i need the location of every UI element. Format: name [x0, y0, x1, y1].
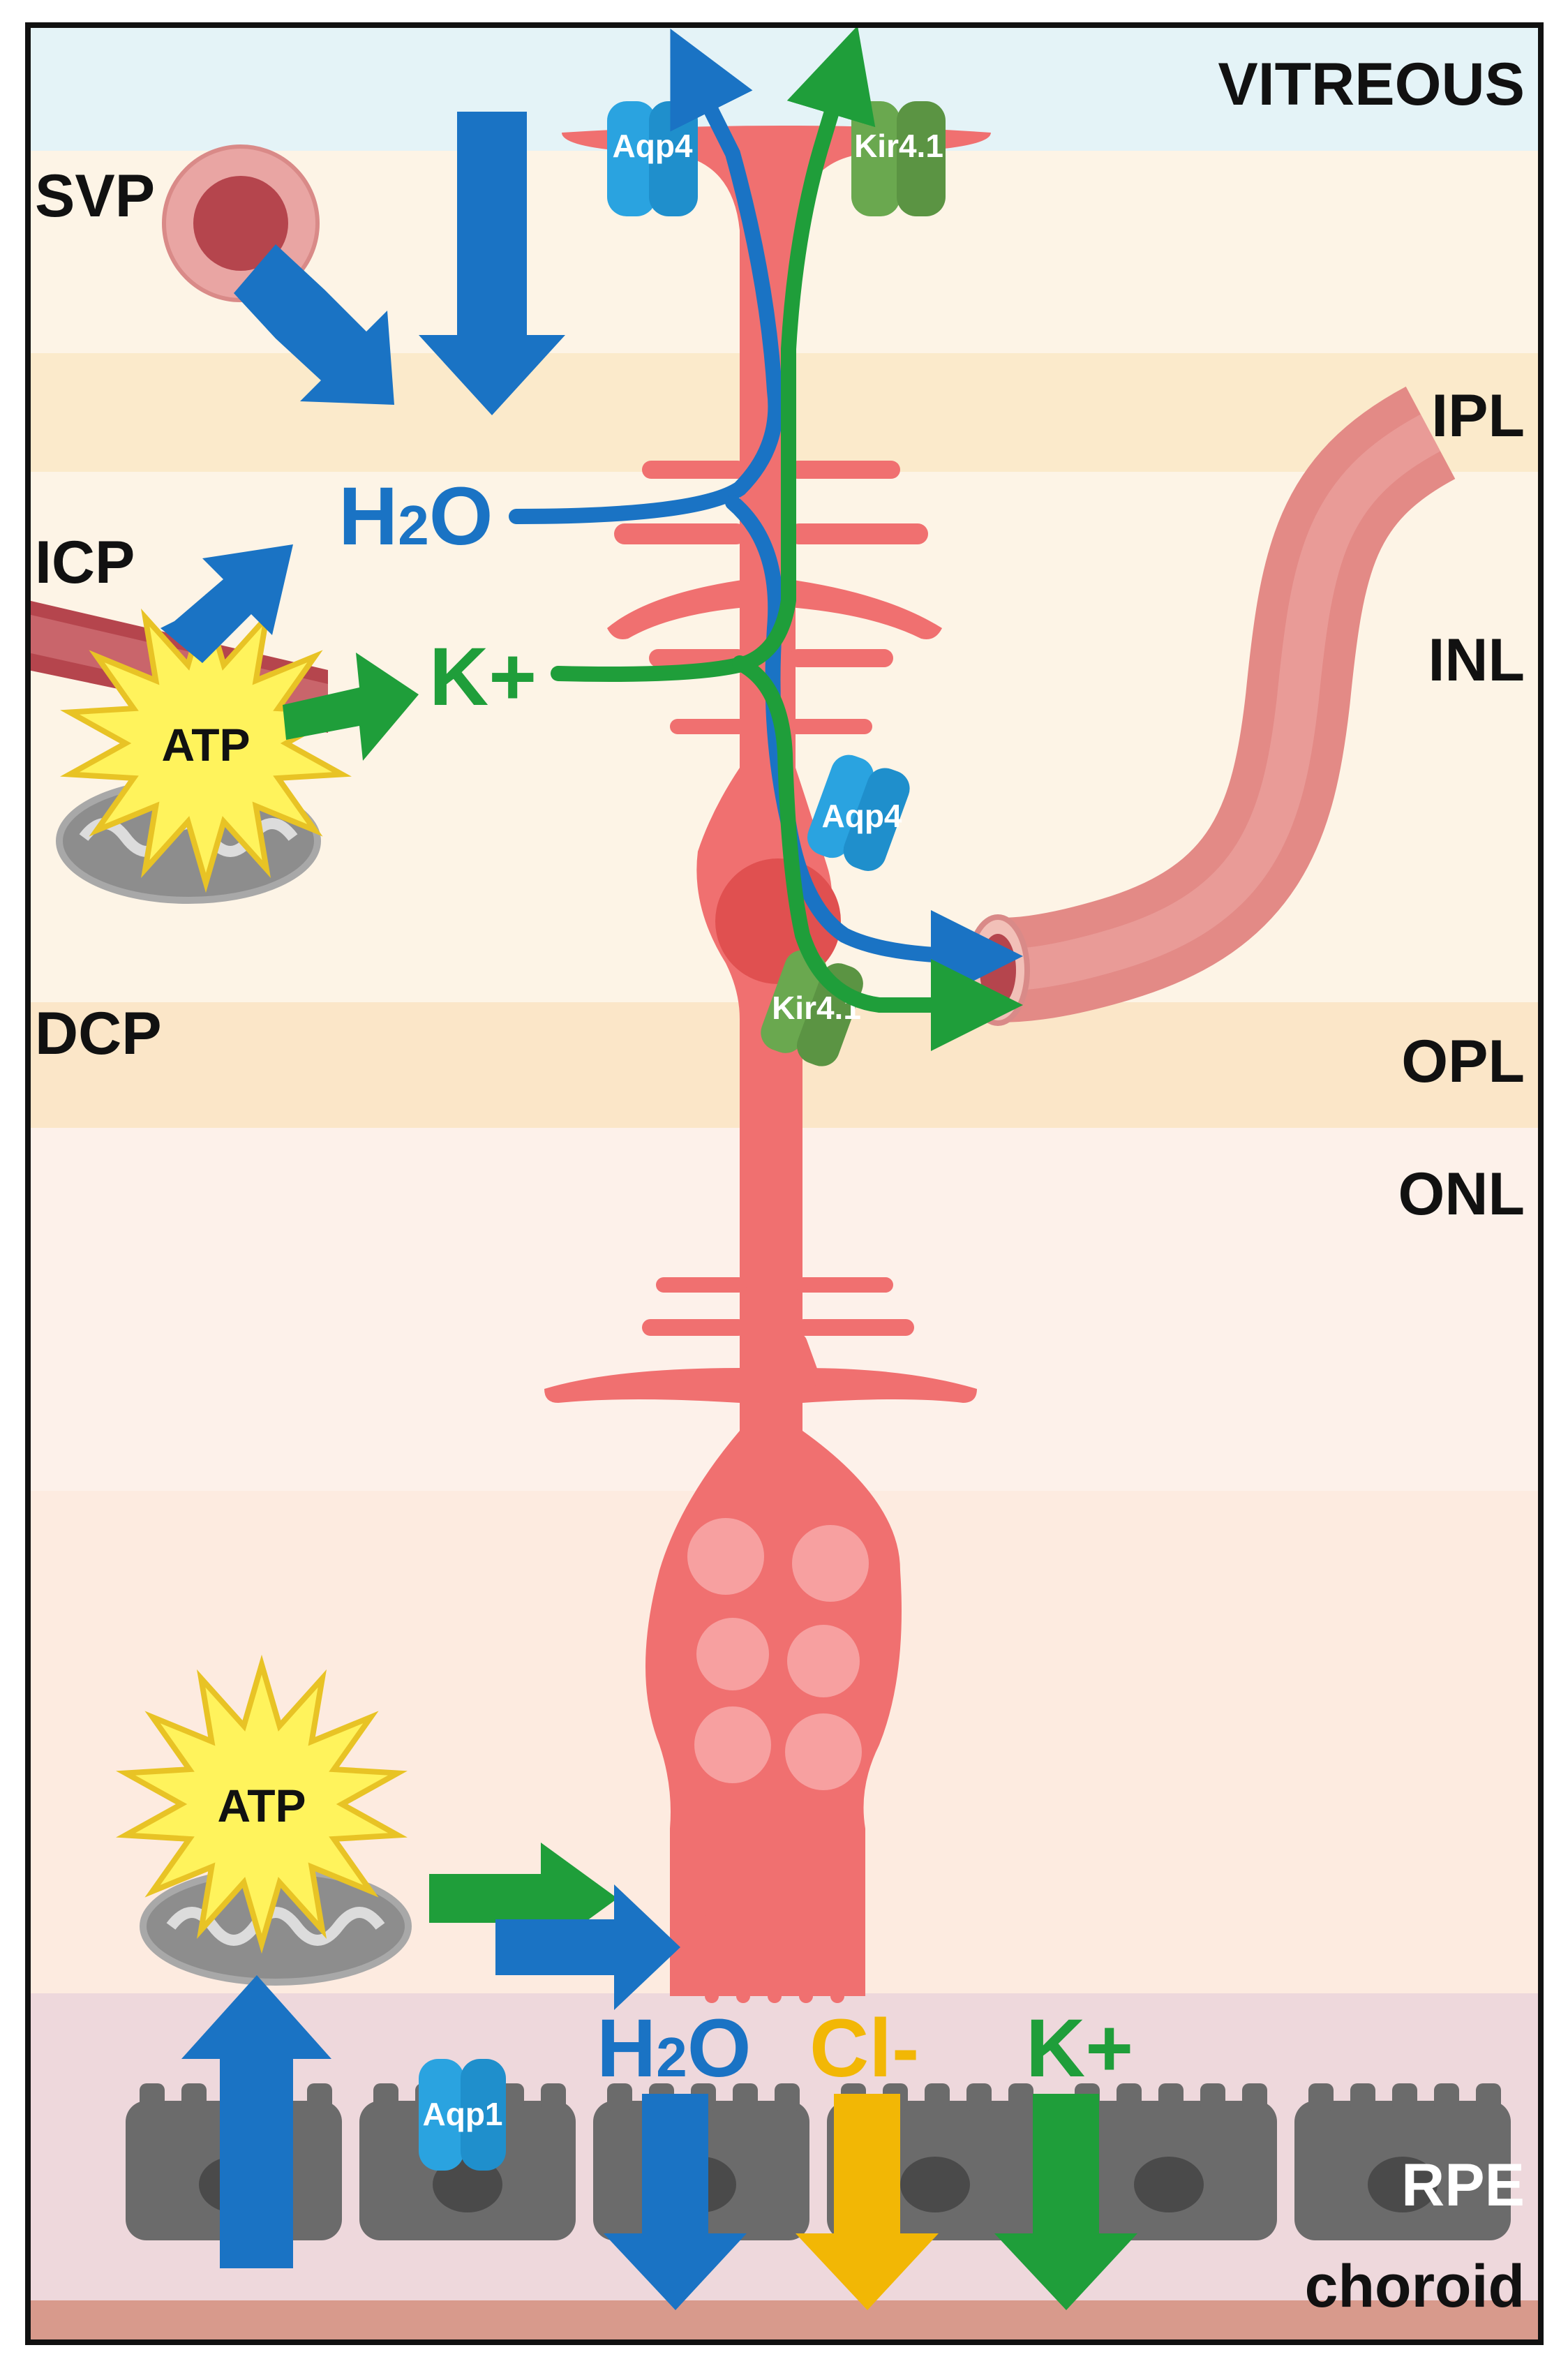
water-arrow-bottom-right	[495, 1884, 680, 2010]
atp-top-label: ATP	[161, 719, 250, 771]
atp-star-top: ATP	[60, 593, 352, 893]
aqp4-top-label: Aqp4	[613, 128, 693, 164]
flow-lines	[509, 25, 1023, 1051]
water-upper-label: H2O	[338, 470, 493, 563]
potassium-flow-line	[551, 25, 876, 682]
potassium-lower-label: K+	[1026, 2002, 1133, 2095]
aqp4-channel-top: Aqp4	[607, 101, 698, 216]
chloride-lower-label: Cl-	[809, 2002, 919, 2095]
water-lower-label: H2O	[597, 2002, 752, 2095]
figure-frame	[25, 22, 1544, 2345]
onl-label: ONL	[1398, 1161, 1525, 1228]
water-arrow-choroid	[604, 2094, 747, 2310]
rpe-label: RPE	[1401, 2152, 1525, 2219]
rpe-cell	[1294, 2083, 1511, 2240]
water-arrow-icp	[160, 544, 293, 663]
vitreous-label: VITREOUS	[1218, 51, 1525, 118]
potassium-upper-label: K+	[429, 631, 537, 723]
muller-granules	[687, 1518, 869, 1790]
atp-star-bottom: ATP	[116, 1654, 408, 1954]
water-arrow-svp	[234, 244, 394, 405]
muller-cell	[544, 126, 991, 2003]
opl-label: OPL	[1401, 1028, 1525, 1095]
kir41-channel-top: Kir4.1	[851, 101, 946, 216]
aqp1-label: Aqp1	[423, 2096, 503, 2132]
chloride-arrow-choroid	[796, 2094, 939, 2310]
svp-label: SVP	[35, 163, 155, 230]
water-arrow-bottom-up	[181, 1975, 331, 2268]
aqp1-channel: Aqp1	[419, 2059, 506, 2171]
water-flow-line	[509, 28, 784, 524]
choroid-label: choroid	[1305, 2253, 1525, 2320]
aqp4-mid-label: Aqp4	[822, 798, 902, 834]
dcp-label: DCP	[35, 1000, 162, 1067]
inl-label: INL	[1428, 627, 1525, 694]
choroid-band	[28, 2300, 1541, 2342]
water-arrow-vitreous	[419, 112, 565, 415]
icp-label: ICP	[35, 529, 135, 596]
potassium-arrow-atp	[283, 653, 419, 761]
aqp4-channel-mid	[807, 754, 910, 871]
atp-bottom-label: ATP	[217, 1780, 306, 1831]
ipl-label: IPL	[1431, 382, 1525, 449]
potassium-arrow-choroid	[994, 2094, 1137, 2310]
kir41-top-label: Kir4.1	[854, 128, 943, 164]
